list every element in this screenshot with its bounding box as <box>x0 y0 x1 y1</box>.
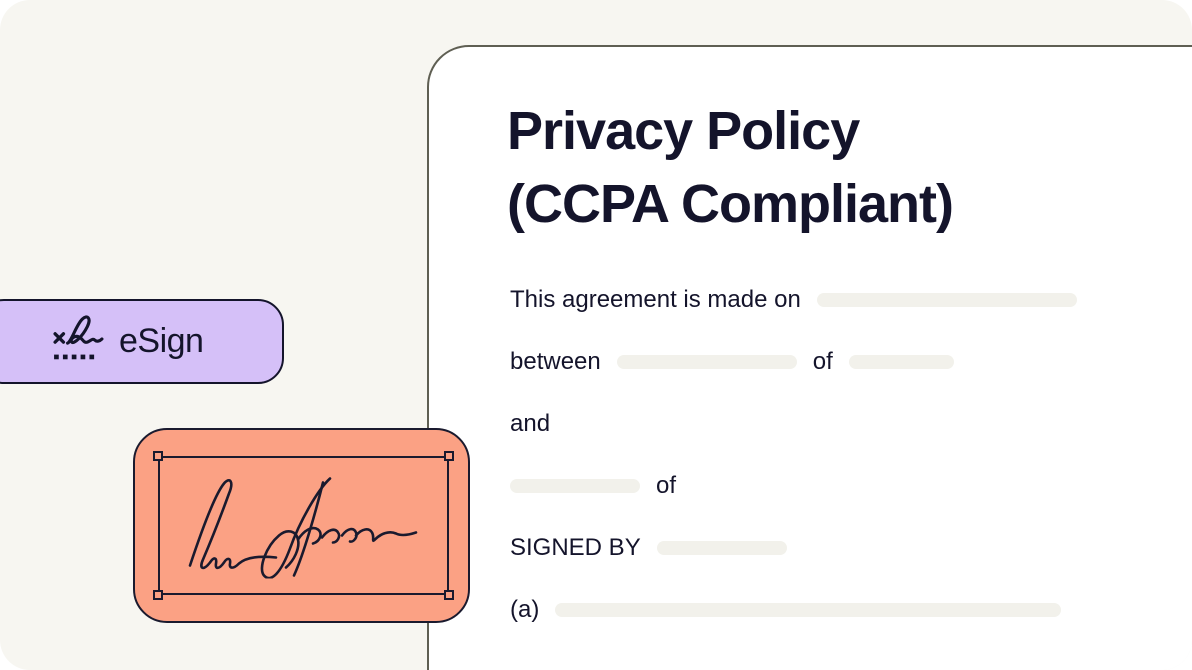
placeholder-bar-party2[interactable] <box>510 479 640 493</box>
doc-text-clause-a: (a) <box>510 596 540 623</box>
selection-rect <box>153 451 454 600</box>
esign-badge[interactable]: eSign <box>0 299 284 384</box>
doc-text-signed-by: SIGNED BY <box>510 534 641 561</box>
resize-handle-top-left[interactable] <box>153 451 163 461</box>
page-title-line1: Privacy Policy <box>507 101 860 161</box>
esign-badge-label: eSign <box>119 322 204 360</box>
doc-line-party2: of <box>510 472 1077 499</box>
page-title: Privacy Policy (CCPA Compliant) <box>507 95 954 241</box>
signature-pen-icon <box>52 313 104 370</box>
doc-line-between: between of <box>510 348 1077 375</box>
doc-text-of-1: of <box>812 348 833 375</box>
page-title-line2: (CCPA Compliant) <box>507 174 954 234</box>
doc-text-of-2: of <box>656 472 677 499</box>
doc-text-between: between <box>510 348 601 375</box>
resize-handle-top-right[interactable] <box>444 451 454 461</box>
doc-line-and: and <box>510 410 1077 437</box>
placeholder-bar-party1[interactable] <box>616 355 797 369</box>
placeholder-bar-date[interactable] <box>816 293 1077 307</box>
handwritten-signature <box>188 476 417 578</box>
doc-line-signed-by: SIGNED BY <box>510 534 1077 561</box>
document-body: This agreement is made on between of and… <box>510 286 1077 660</box>
document-card: Privacy Policy (CCPA Compliant) This agr… <box>427 45 1192 670</box>
placeholder-bar-signer[interactable] <box>656 541 787 555</box>
doc-text-and: and <box>510 410 551 437</box>
resize-handle-bottom-right[interactable] <box>444 590 454 600</box>
placeholder-bar-clause-a[interactable] <box>555 603 1062 617</box>
doc-text-made-on: This agreement is made on <box>510 286 801 313</box>
doc-line-clause-a: (a) <box>510 596 1077 623</box>
resize-handle-bottom-left[interactable] <box>153 590 163 600</box>
doc-line-made-on: This agreement is made on <box>510 286 1077 313</box>
signature-field[interactable] <box>133 428 470 623</box>
placeholder-bar-party1-location[interactable] <box>848 355 954 369</box>
